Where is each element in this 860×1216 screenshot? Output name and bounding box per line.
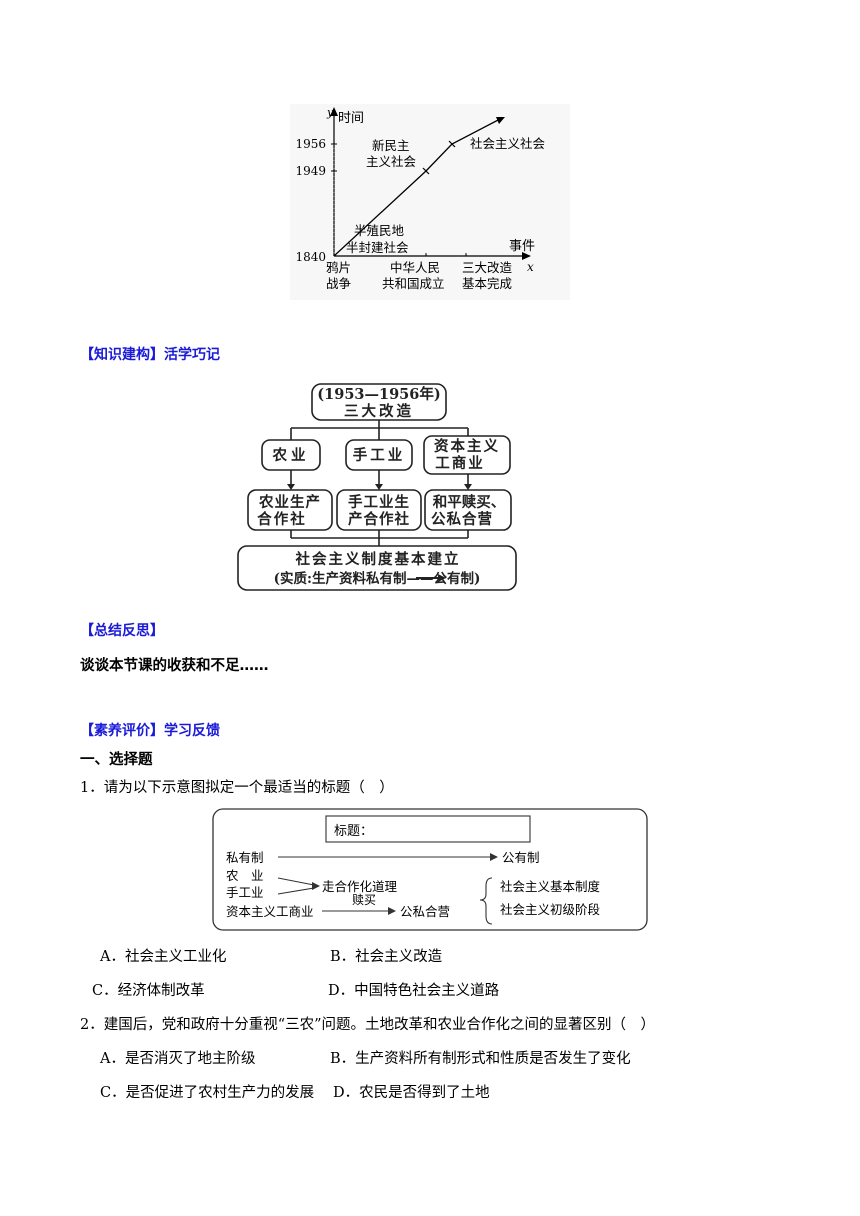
summary-prompt: 谈谈本节课的收获和不足……	[80, 658, 269, 674]
q1-redeem: 赎买	[352, 893, 376, 907]
y-tick-1840: 1840	[295, 250, 326, 264]
q2-stem: 2．建国后，党和政府十分重视“三农”问题。土地改革和农业合作化之间的显著区别（ …	[80, 1017, 656, 1033]
q1-right-1: 社会主义基本制度	[500, 879, 601, 894]
q1-option-b[interactable]: B．社会主义改造	[330, 949, 443, 965]
event-opium-war: 鸦片	[326, 260, 351, 275]
q1-private: 私有制	[226, 850, 264, 865]
stage2-label: 新民主	[372, 138, 410, 153]
three-reforms-flowchart: (1953—1956年) 三大改造 农业 手工业 资本主义 工商业 农业生产 合…	[237, 383, 517, 591]
section-knowledge-title: 活学巧记	[164, 347, 220, 363]
section-eval-bracket: 【素养评价】	[80, 723, 164, 739]
flow-handi-label: 手工业	[353, 446, 406, 464]
svg-text:半封建社会: 半封建社会	[346, 240, 409, 255]
svg-text:主义社会: 主义社会	[366, 154, 417, 169]
x-axis-arrow	[522, 252, 531, 260]
timeline-arrow	[496, 117, 505, 124]
section-knowledge-heading: 【知识建构】活学巧记	[80, 344, 220, 364]
y-tick-1956: 1956	[295, 137, 326, 151]
q1-coop: 走合作化道理	[322, 879, 398, 894]
svg-text:合作社: 合作社	[256, 510, 307, 528]
q1-brace	[479, 877, 493, 925]
timeline-figure: 1956 1949 1840 y 时间 事件 x 半殖民地 半封建社会 新民主 …	[290, 104, 570, 300]
svg-text:基本完成: 基本完成	[462, 276, 512, 291]
q1-handi: 手工业	[226, 885, 264, 900]
q1-option-a[interactable]: A．社会主义工业化	[100, 949, 227, 965]
flow-top-title: 三大改造	[344, 402, 414, 420]
timeline-line	[333, 117, 503, 257]
flow-bottom-title: 社会主义制度基本建立	[295, 550, 461, 568]
event-prc-founded: 中华人民	[390, 260, 440, 275]
svg-text:公私合营: 公私合营	[431, 510, 493, 528]
q1-capital: 资本主义工商业	[226, 904, 314, 919]
figure-background	[290, 104, 570, 300]
flow-top-years: (1953—1956年)	[317, 385, 440, 403]
q1-title-box	[325, 815, 531, 843]
q1-option-c[interactable]: C．经济体制改革	[92, 983, 205, 999]
x-var-label: x	[527, 260, 534, 274]
q1-agri: 农 业	[226, 868, 264, 883]
q1-right-2: 社会主义初级阶段	[500, 902, 600, 917]
q2-option-c[interactable]: C．是否促进了农村生产力的发展	[100, 1085, 315, 1101]
flow-capital-label: 资本主义	[434, 437, 500, 455]
section-eval-heading: 【素养评价】学习反馈	[80, 720, 220, 740]
event-three-reforms: 三大改造	[462, 260, 513, 275]
y-axis-label: 时间	[338, 111, 364, 126]
svg-text:战争: 战争	[326, 276, 351, 291]
flow-handi-coop-label: 手工业生	[348, 493, 410, 511]
q2-option-b[interactable]: B．生产资料所有制形式和性质是否发生了变化	[330, 1051, 631, 1067]
stage1-label: 半殖民地	[354, 223, 405, 238]
q1-stem: 1．请为以下示意图拟定一个最适当的标题（ ）	[80, 780, 394, 796]
flow-box-agri-coop	[247, 489, 333, 531]
part-title: 一、选择题	[80, 752, 153, 768]
svg-text:工商业: 工商业	[435, 454, 485, 472]
flow-bottom-box	[237, 545, 517, 591]
q1-option-d[interactable]: D．中国特色社会主义道路	[328, 983, 500, 999]
q1-joint: 公私合营	[400, 904, 450, 919]
q1-diagram: 标题： 私有制 公有制 农 业 手工业 走合作化道理 资本主义工商业 赎买 公私…	[212, 808, 648, 931]
y-axis-arrow	[330, 107, 338, 116]
section-summary-heading: 【总结反思】	[80, 623, 164, 639]
flow-box-capitalist	[423, 435, 511, 475]
q1-public: 公有制	[502, 850, 540, 865]
q2-option-d[interactable]: D．农民是否得到了土地	[333, 1085, 490, 1101]
y-var-label: y	[326, 106, 334, 119]
flow-agri-coop-label: 农业生产	[258, 493, 321, 511]
q1-title-label: 标题：	[334, 824, 373, 839]
q2-option-a[interactable]: A．是否消灭了地主阶级	[100, 1051, 256, 1067]
y-tick-1949: 1949	[295, 164, 326, 178]
svg-text:共和国成立: 共和国成立	[382, 276, 445, 291]
flow-bottom-essence: (实质:生产资料私有制——公有制)	[274, 570, 481, 587]
flow-joint-label: 和平赎买、	[433, 493, 506, 511]
svg-text:产合作社: 产合作社	[348, 510, 410, 528]
section-knowledge-bracket: 【知识建构】	[80, 347, 164, 363]
section-eval-title: 学习反馈	[164, 723, 220, 739]
x-axis-label: 事件	[509, 239, 535, 254]
stage3-label: 社会主义社会	[470, 136, 546, 151]
flow-agri-label: 农业	[272, 446, 310, 464]
